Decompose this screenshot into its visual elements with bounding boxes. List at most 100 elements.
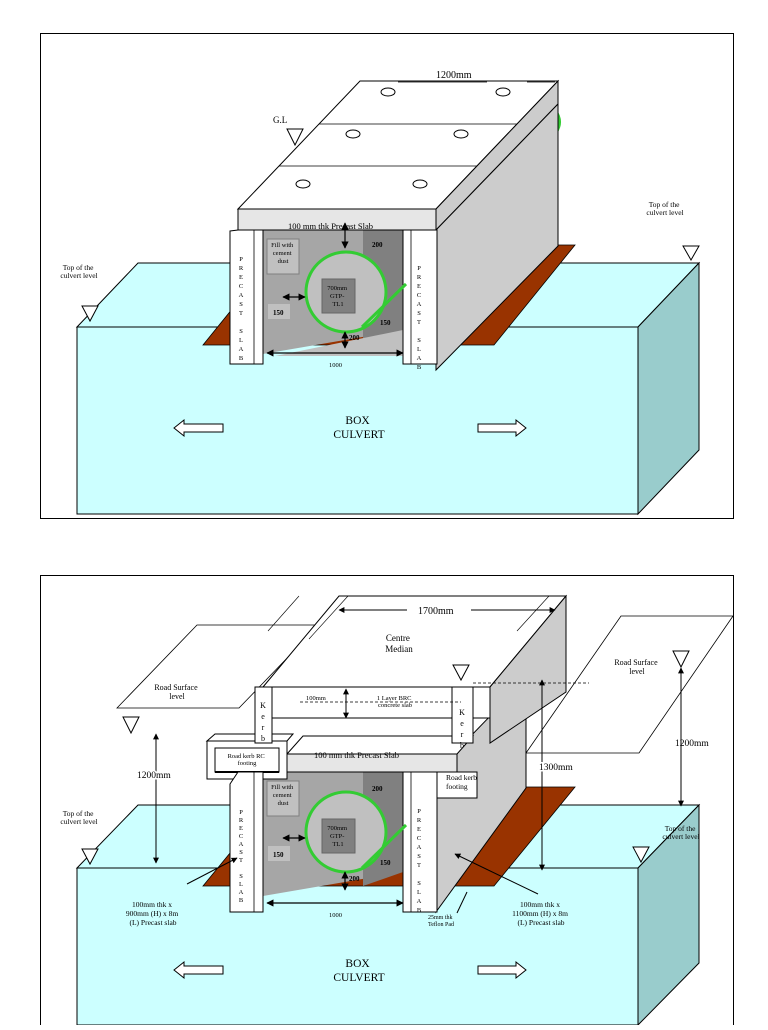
vertical-letter: C bbox=[417, 835, 421, 842]
vertical-letter: A bbox=[417, 898, 422, 905]
vertical-letter: S bbox=[417, 310, 421, 317]
vertical-letter: r bbox=[461, 730, 464, 739]
vertical-letter: S bbox=[239, 328, 243, 335]
dim-200-top: 200 bbox=[372, 241, 383, 249]
road-surface-right-label: Road Surface level bbox=[614, 658, 659, 676]
top-culvert-label-right: Top of the culvert level bbox=[662, 824, 699, 841]
dim-150-box bbox=[268, 846, 290, 861]
road-surface-left-label: Road Surface level bbox=[154, 683, 199, 701]
vertical-letter: S bbox=[417, 337, 421, 344]
vertical-letter: R bbox=[239, 265, 244, 272]
vertical-letter: B bbox=[239, 355, 244, 362]
pipe-label: 700mm GTP- TL1 bbox=[327, 825, 349, 848]
dim-150-left: 150 bbox=[273, 309, 284, 317]
vertical-letter: L bbox=[239, 337, 243, 344]
diagram-panel-1: 1200mm G.L 100 mm thk Precast Slab Fill … bbox=[40, 33, 734, 519]
lifting-hole bbox=[295, 179, 311, 189]
vertical-letter: S bbox=[239, 301, 243, 308]
road-kerb-rc-label: Road kerb RC footing bbox=[228, 753, 267, 767]
brc-label: 1 Layer BRC concrete slab bbox=[377, 695, 413, 709]
median-side-face bbox=[489, 594, 567, 744]
vertical-letter: A bbox=[239, 889, 244, 896]
fill-label-box bbox=[266, 780, 300, 817]
level-marker-icon bbox=[122, 716, 140, 735]
slab-label: 100 mm thk Precast Slab bbox=[314, 750, 399, 760]
vertical-letter: P bbox=[417, 265, 421, 272]
vertical-letter: S bbox=[417, 880, 421, 887]
lifting-hole bbox=[380, 87, 396, 97]
vertical-letter: B bbox=[417, 364, 422, 371]
fill-label-box bbox=[266, 238, 300, 275]
vertical-letter: E bbox=[417, 826, 421, 833]
vertical-letter: T bbox=[417, 862, 421, 869]
vertical-letter: B bbox=[239, 897, 244, 904]
top-culvert-label-right: Top of the culvert level bbox=[646, 200, 683, 217]
teflon-label: 25mm thk Teflon Pad bbox=[428, 915, 454, 928]
diagram-panel-2: 100 mm thk Precast Slab Road kerb RC foo… bbox=[40, 575, 734, 1027]
precast-slab-top bbox=[236, 79, 561, 232]
kerb-left bbox=[254, 686, 273, 744]
diagram-2-svg: 100 mm thk Precast Slab Road kerb RC foo… bbox=[60, 594, 734, 1027]
precast-wall-right bbox=[402, 771, 438, 913]
kerb-right bbox=[451, 686, 474, 744]
flow-arrow-right-icon bbox=[477, 960, 527, 980]
flow-arrow-right-icon bbox=[477, 418, 527, 438]
dim-150-right: 150 bbox=[380, 319, 391, 327]
vertical-letter: L bbox=[417, 346, 421, 353]
fill-label: Fill with cement dust bbox=[271, 242, 295, 265]
culvert-side-face bbox=[637, 261, 700, 516]
vertical-letter: K bbox=[260, 701, 266, 710]
vertical-letter: P bbox=[239, 809, 243, 816]
level-marker-icon bbox=[81, 305, 99, 323]
dim-1000: 1000 bbox=[329, 362, 342, 369]
flow-arrow-left-icon bbox=[173, 960, 224, 980]
vertical-letter: L bbox=[239, 881, 243, 888]
vertical-letter: R bbox=[417, 817, 422, 824]
pipe-label: 700mm GTP- TL1 bbox=[327, 285, 349, 308]
vertical-letter: R bbox=[417, 274, 422, 281]
dim-200-bottom: 200 bbox=[349, 875, 360, 883]
leader-line bbox=[454, 853, 539, 895]
level-marker-icon bbox=[632, 846, 650, 864]
dim-150-box bbox=[268, 304, 290, 319]
note-left-slab: 100mm thk x 900mm (H) x 8m (L) Precast s… bbox=[126, 900, 180, 927]
level-marker-icon bbox=[672, 650, 690, 669]
precast-wall-left bbox=[229, 771, 264, 913]
dim-1200-label: 1200mm bbox=[436, 70, 472, 81]
vertical-letter: E bbox=[417, 283, 421, 290]
precast-wall-right bbox=[402, 229, 438, 365]
lifting-hole bbox=[495, 87, 511, 97]
vertical-letter: A bbox=[239, 292, 244, 299]
diagram-1-svg: 1200mm G.L 100 mm thk Precast Slab Fill … bbox=[60, 70, 701, 516]
vertical-letter: E bbox=[239, 274, 243, 281]
vertical-letter: S bbox=[239, 849, 243, 856]
level-marker-icon bbox=[81, 848, 99, 866]
box-culvert-label: BOX CULVERT bbox=[333, 958, 384, 984]
vertical-letter: e bbox=[460, 719, 464, 728]
road-kerb-footing-label: Road kerb footing bbox=[446, 773, 479, 791]
vertical-letter: A bbox=[239, 346, 244, 353]
vertical-letter: r bbox=[262, 723, 265, 732]
vertical-letter: A bbox=[417, 844, 422, 851]
dim-150-right: 150 bbox=[380, 859, 391, 867]
vertical-letter: B bbox=[417, 907, 422, 914]
lifting-hole bbox=[345, 129, 361, 139]
vertical-letter: b bbox=[460, 741, 464, 750]
dim-1000: 1000 bbox=[329, 912, 342, 919]
vertical-letter: C bbox=[417, 292, 421, 299]
dim-1300-label: 1300mm bbox=[539, 763, 573, 773]
vertical-letter: A bbox=[417, 301, 422, 308]
note-right-slab: 100mm thk x 1100mm (H) x 8m (L) Precast … bbox=[512, 900, 570, 927]
dim-200-top: 200 bbox=[372, 785, 383, 793]
slab-label: 100 mm thk Precast Slab bbox=[288, 221, 373, 231]
vertical-letter: P bbox=[239, 256, 243, 263]
vertical-letter: K bbox=[459, 708, 465, 717]
culvert-side-face bbox=[637, 803, 700, 1027]
flow-arrow-left-icon bbox=[173, 418, 224, 438]
dim-1700-label: 1700mm bbox=[418, 606, 454, 617]
pipe-label-box bbox=[321, 278, 356, 314]
precast-wall-left bbox=[229, 229, 264, 365]
